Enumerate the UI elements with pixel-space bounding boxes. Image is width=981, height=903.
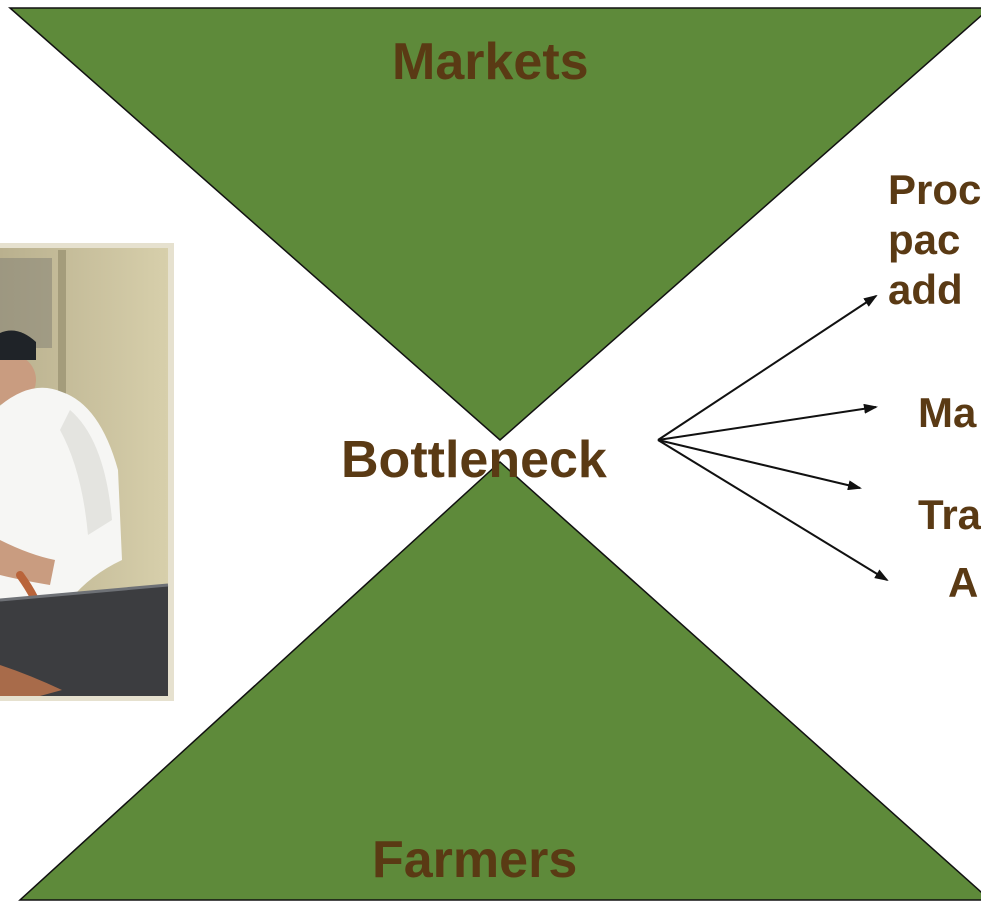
farmers-triangle	[18, 460, 981, 901]
farmers-label: Farmers	[372, 831, 578, 889]
branch-label-aggregation: A	[948, 559, 979, 606]
markets-label: Markets	[392, 33, 589, 91]
arrow-aggregation	[657, 439, 889, 582]
markets-triangle	[8, 7, 981, 441]
arrow-transport	[657, 439, 862, 491]
butcher-photo	[0, 243, 174, 701]
branch-label-transport: Tra	[918, 491, 981, 538]
arrow-processing	[657, 294, 878, 441]
arrow-marketing	[657, 403, 878, 441]
branch-arrows	[657, 294, 889, 582]
bottleneck-label: Bottleneck	[341, 431, 607, 489]
branch-label-marketing: Ma	[918, 389, 977, 436]
branch-label-processing: Proc pac add	[888, 166, 981, 313]
